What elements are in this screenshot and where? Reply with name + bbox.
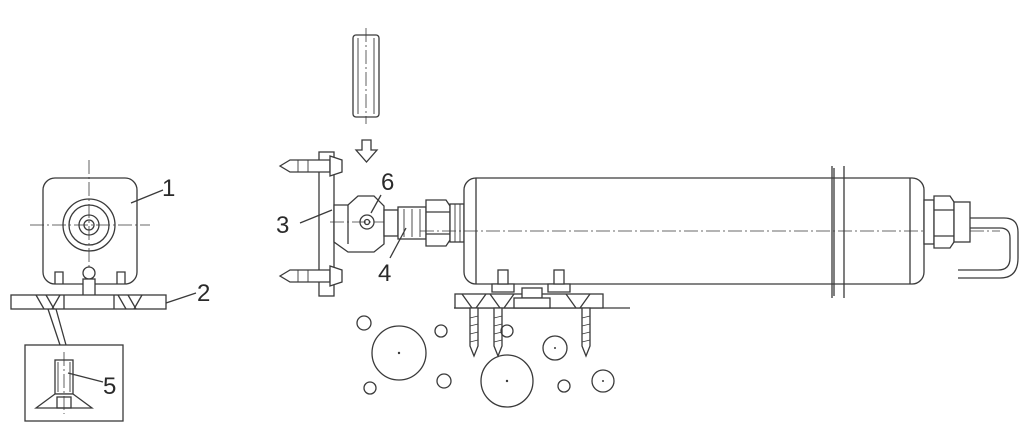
aggregate-g-dot [505,379,509,383]
detail-leader-right [55,308,67,346]
plate-countersinks [35,294,143,310]
rear-hex-nut [933,195,955,249]
rail-screw-3-thread [581,315,591,343]
callout-1: 1 [162,175,175,202]
rear-collar [923,199,935,245]
callout-6: 6 [381,169,394,196]
wall-bracket [318,151,395,297]
wall-aggregate [356,315,615,408]
aggregate-b-dot [397,351,401,355]
rail-screw-2 [493,307,503,358]
rod-collar [449,203,465,243]
wall-screws [278,155,343,287]
piston-rod [383,199,465,247]
cylinder-body [420,166,1000,298]
bolt-head [82,266,96,280]
wall-screw-bottom [278,269,331,283]
detail-leader-left [47,308,61,346]
aggregate-h [591,369,615,393]
aggregate-j [557,379,571,393]
aggregate-a [356,315,372,331]
callout-5: 5 [103,373,116,400]
hose-outer [958,217,1019,279]
callout-leader-1 [130,189,164,204]
callout-leader-5 [67,372,104,383]
housing-foot-left [54,271,64,284]
callout-leader-3 [299,209,333,224]
clamp-left-bolt [497,269,509,285]
clamp-left-top [491,283,515,293]
callout-leader-6 [370,194,382,214]
wall-screw-bottom-head [329,265,343,287]
aggregate-e [542,335,568,361]
rail-screw-2-thread [493,315,503,343]
end-view [10,160,167,346]
callout-4: 4 [378,260,391,287]
callout-leader-2 [165,292,197,304]
aggregate-i [363,381,377,395]
rail-screws [469,307,591,358]
wall-screw-top-head [329,155,343,177]
detail-inset [24,344,124,422]
aggregate-d [500,324,514,338]
aggregate-c [434,324,448,338]
housing-foot-right [116,271,126,284]
rail-screw-1-thread [469,315,479,343]
mounting-plate [10,294,167,310]
aggregate-h-dot [602,380,604,382]
center-block [521,287,543,299]
callout-2: 2 [197,280,210,307]
wall-screw-top [278,159,331,173]
rail-screw-3 [581,307,591,358]
callout-leader-4 [389,227,407,259]
aggregate-f [436,373,452,389]
rail-screw-1 [469,307,479,358]
clamp-right-top [547,283,571,293]
center-foot [513,297,551,309]
rod-eye-neck [383,209,399,237]
rear-coupling [953,201,971,243]
aggregate-e-dot [554,347,556,349]
hose-inner [958,227,1011,271]
bolt-insert [352,28,380,124]
aggregate-g [480,354,534,408]
aggregate-b [371,325,427,381]
callout-3: 3 [276,212,289,239]
rear-fitting [923,195,1019,279]
down-arrow-icon [354,139,379,163]
callouts: 1 2 3 4 5 6 [67,169,407,400]
base-rail [454,269,630,309]
rod-hex-nut [425,199,451,247]
clamp-right-bolt [553,269,565,285]
rail-countersinks [461,293,591,309]
